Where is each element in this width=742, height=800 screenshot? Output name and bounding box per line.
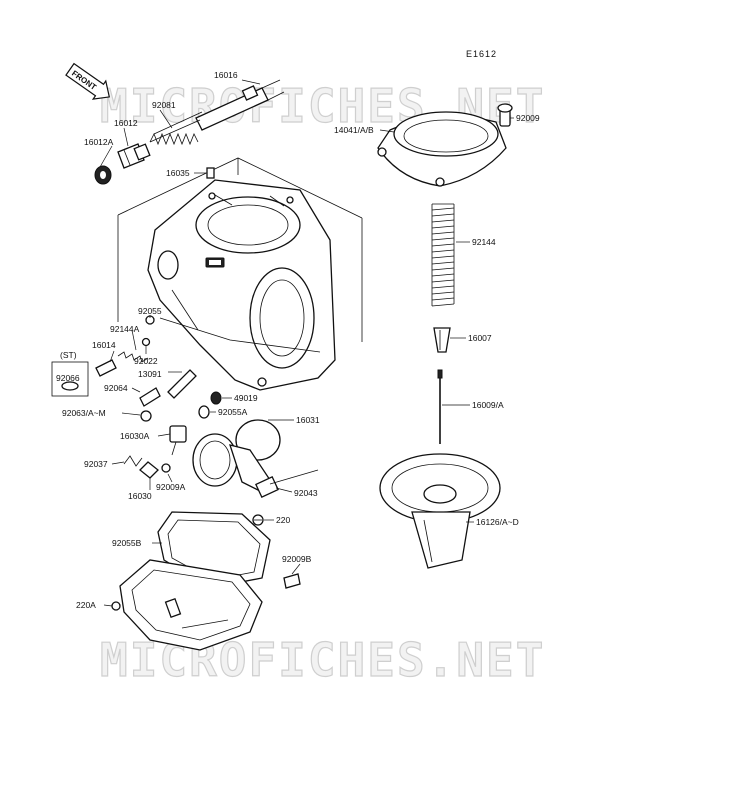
float-assembly [192, 419, 319, 499]
jet-needle [437, 369, 443, 444]
label-st: (ST) [60, 350, 77, 360]
label-16030a: 16030A [120, 431, 150, 441]
label-92081: 92081 [152, 100, 176, 110]
label-16012: 16012 [114, 118, 138, 128]
label-92063: 92063/A~M [62, 408, 106, 418]
label-92009: 92009 [516, 113, 540, 123]
reference-frame-lines [117, 157, 363, 342]
label-220: 220 [276, 515, 290, 525]
label-92066: 92066 [56, 373, 80, 383]
jet-parts [51, 315, 222, 479]
label-16007: 16007 [468, 333, 492, 343]
label-16014: 16014 [92, 340, 116, 350]
starter-plunger-assembly [94, 79, 285, 185]
label-92043: 92043 [294, 488, 318, 498]
label-92144: 92144 [472, 237, 496, 247]
label-49019: 49019 [234, 393, 258, 403]
st-kit-frame [51, 361, 89, 397]
label-92037: 92037 [84, 459, 108, 469]
label-16031: 16031 [296, 415, 320, 425]
carburetor-body [147, 179, 336, 391]
label-16016: 16016 [214, 70, 238, 80]
label-92009b: 92009B [282, 554, 312, 564]
vacuum-piston [379, 453, 501, 569]
label-16009: 16009/A [472, 400, 504, 410]
float-bowl [111, 559, 301, 651]
label-92022: 92022 [134, 356, 158, 366]
vacuum-piston-spring [431, 203, 455, 307]
diagram-code: E1612 [466, 49, 497, 59]
label-92064: 92064 [104, 383, 128, 393]
label-16126: 16126/A~D [476, 517, 519, 527]
part-labels: 16016 92081 16012 16012A 16035 92055 921… [56, 70, 540, 610]
screw-220 [252, 514, 264, 526]
label-13091: 13091 [138, 369, 162, 379]
needle-holder [433, 327, 451, 353]
label-92055b: 92055B [112, 538, 142, 548]
label-14041: 14041/A/B [334, 125, 374, 135]
top-cover-14041 [377, 103, 513, 187]
label-92055a: 92055A [218, 407, 248, 417]
leader-lines [99, 79, 514, 607]
label-16012a: 16012A [84, 137, 114, 147]
label-92144a: 92144A [110, 324, 140, 334]
label-92009a: 92009A [156, 482, 186, 492]
watermark-top: MICROFICHES.NET [100, 79, 545, 133]
label-16030: 16030 [128, 491, 152, 501]
label-220a: 220A [76, 600, 96, 610]
label-92055: 92055 [138, 306, 162, 316]
label-16035: 16035 [166, 168, 190, 178]
